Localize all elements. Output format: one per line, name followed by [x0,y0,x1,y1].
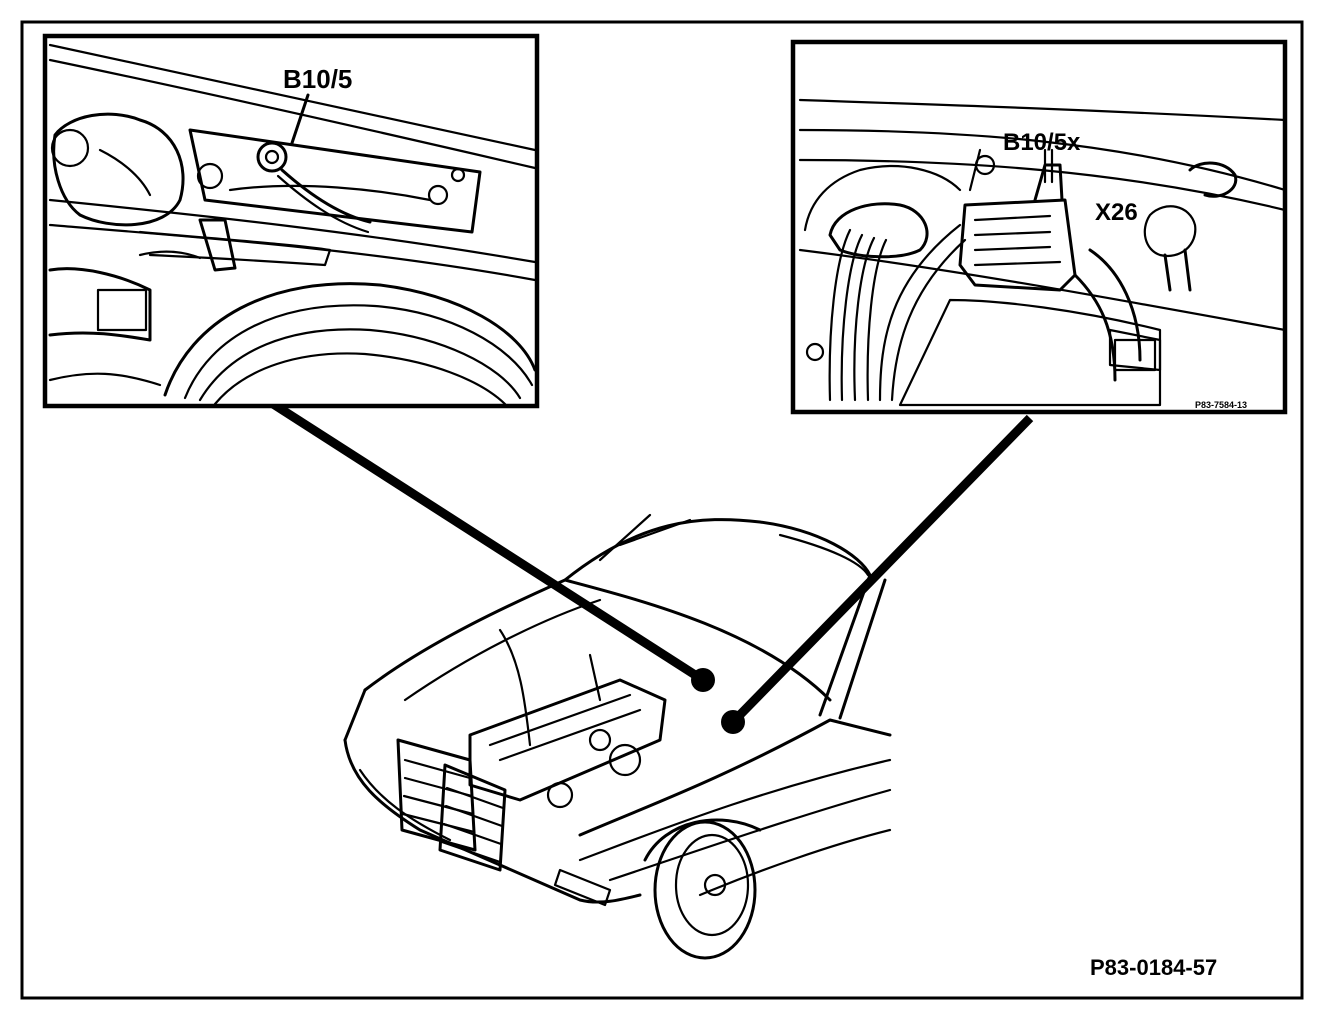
left-inset-frame [42,33,540,409]
callout-dot-right [721,710,745,734]
car-drawing [343,513,892,960]
label-b10-5: B10/5 [283,64,352,94]
label-x26: X26 [1095,199,1138,226]
figure-id: P83-0184-57 [1090,955,1217,980]
label-b10-5x: B10/5x [1003,129,1081,156]
callout-dot-left [691,668,715,692]
label-inset-ref: P83-7584-13 [1195,400,1247,410]
left-inset-drawing [48,43,537,406]
connector-block [958,198,1077,292]
right-inset-frame [790,39,1288,415]
leader-line-left [267,398,706,684]
leader-lines [267,398,1034,734]
sensor-b10-5 [256,141,288,173]
right-inset: B10/5x X26 P83-7584-13 [790,39,1288,415]
leader-line-right [729,414,1034,726]
right-inset-drawing [798,98,1285,407]
left-inset: B10/5 [42,33,540,409]
